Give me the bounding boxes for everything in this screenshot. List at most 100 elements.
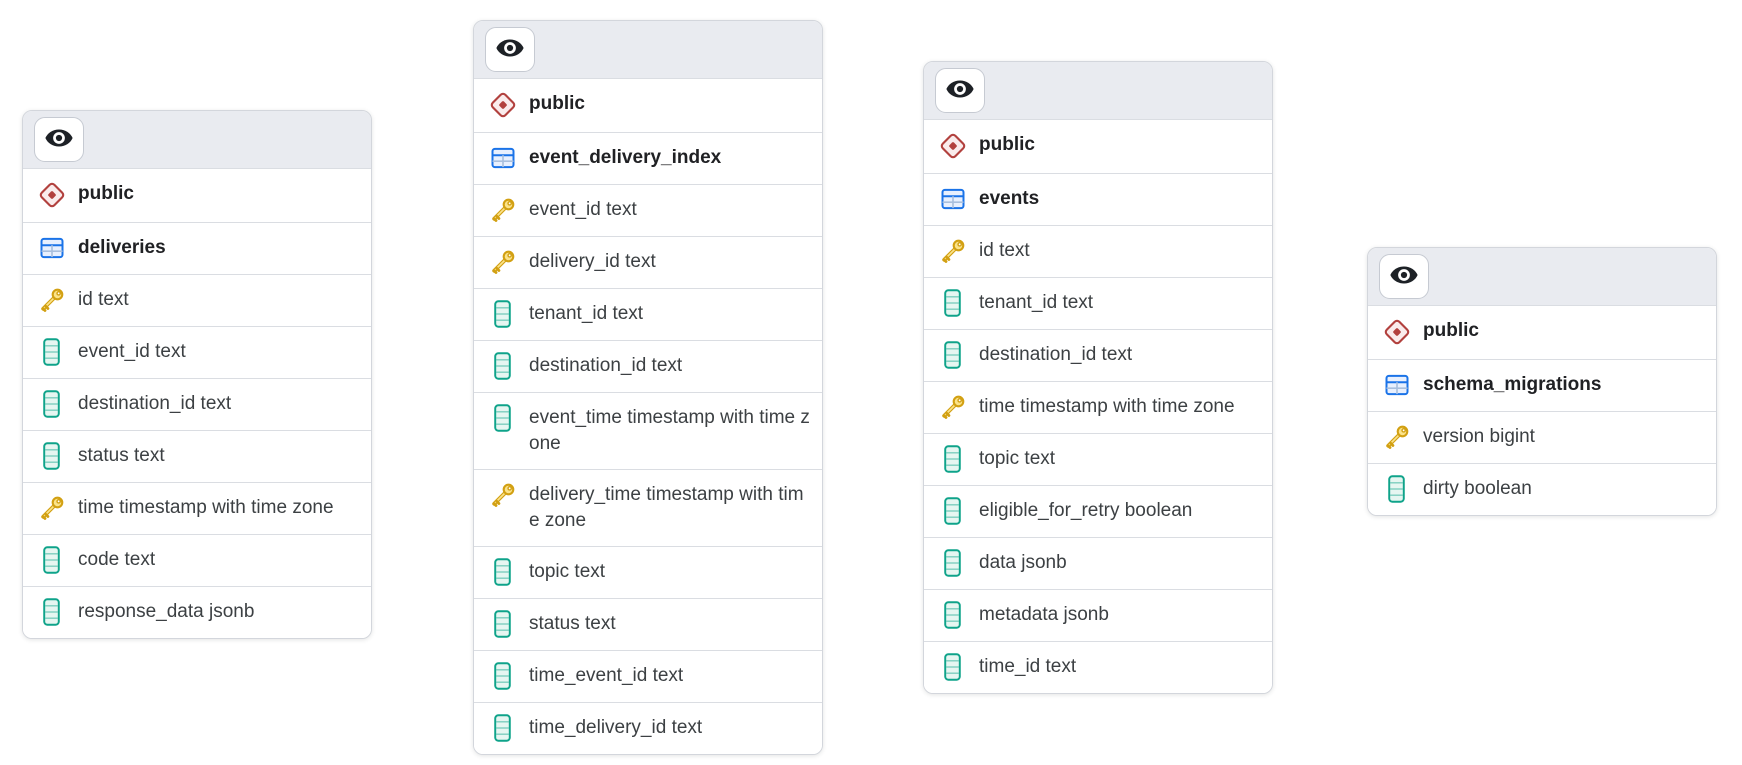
column-icon: [937, 601, 968, 629]
column-row: time_event_id text: [474, 650, 822, 702]
column-icon: [36, 338, 67, 366]
column-row: tenant_id text: [474, 288, 822, 340]
column-icon: [487, 662, 518, 690]
column-label: metadata jsonb: [979, 604, 1109, 625]
table-card-header: [1368, 248, 1716, 306]
column-icon: [36, 442, 67, 470]
column-label: event_id text: [529, 199, 637, 220]
column-icon: [937, 341, 968, 369]
column-row: delivery_time timestamp with time zone: [474, 469, 822, 546]
visibility-toggle-button[interactable]: [935, 68, 985, 113]
column-row: dirty boolean: [1368, 463, 1716, 515]
column-label: id text: [78, 289, 129, 310]
eye-icon: [942, 74, 978, 107]
column-label: event_id text: [78, 341, 186, 362]
column-row: event_id text: [474, 184, 822, 236]
table-card-events[interactable]: public events id text tenant_id text destina…: [923, 61, 1273, 694]
column-label: time_id text: [979, 656, 1077, 677]
column-row: time_id text: [924, 641, 1272, 693]
column-label: topic text: [979, 448, 1056, 469]
column-label: tenant_id text: [979, 292, 1094, 313]
column-label: version bigint: [1423, 426, 1535, 447]
primary-key-icon: [937, 393, 968, 421]
column-icon: [487, 352, 518, 380]
schema-row: public: [23, 169, 371, 222]
column-row: code text: [23, 534, 371, 586]
schema-icon: [937, 131, 968, 161]
eye-icon: [41, 123, 77, 156]
column-label: time_delivery_id text: [529, 717, 703, 738]
column-row: status text: [474, 598, 822, 650]
column-label: dirty boolean: [1423, 478, 1532, 499]
table-card-deliveries[interactable]: public deliveries id text event_id text dest…: [22, 110, 372, 639]
schema-name: public: [1423, 320, 1479, 341]
column-icon: [487, 404, 518, 432]
column-row: id text: [23, 274, 371, 326]
schema-name: public: [78, 183, 134, 204]
column-row: metadata jsonb: [924, 589, 1272, 641]
schema-row: public: [924, 120, 1272, 173]
column-row: event_time timestamp with time zone: [474, 392, 822, 469]
column-icon: [36, 390, 67, 418]
column-label: id text: [979, 240, 1030, 261]
column-label: delivery_id text: [529, 251, 656, 272]
table-icon: [487, 144, 518, 172]
column-icon: [487, 610, 518, 638]
column-label: delivery_time timestamp with time zone: [529, 484, 804, 531]
table-name: deliveries: [78, 237, 166, 258]
visibility-toggle-button[interactable]: [1379, 254, 1429, 299]
column-icon: [937, 497, 968, 525]
primary-key-icon: [36, 494, 67, 522]
table-name: schema_migrations: [1423, 374, 1602, 395]
column-row: data jsonb: [924, 537, 1272, 589]
column-label: destination_id text: [78, 393, 232, 414]
column-icon: [487, 714, 518, 742]
visibility-toggle-button[interactable]: [485, 27, 535, 72]
eye-icon: [1386, 260, 1422, 293]
column-label: tenant_id text: [529, 303, 644, 324]
primary-key-icon: [937, 237, 968, 265]
column-label: time timestamp with time zone: [78, 497, 334, 518]
column-label: time timestamp with time zone: [979, 396, 1235, 417]
primary-key-icon: [487, 481, 518, 509]
primary-key-icon: [487, 248, 518, 276]
column-row: time timestamp with time zone: [23, 482, 371, 534]
column-icon: [937, 289, 968, 317]
table-icon: [36, 234, 67, 262]
visibility-toggle-button[interactable]: [34, 117, 84, 162]
column-label: code text: [78, 549, 156, 570]
schema-name: public: [979, 134, 1035, 155]
column-label: eligible_for_retry boolean: [979, 500, 1193, 521]
column-row: id text: [924, 225, 1272, 277]
table-name: events: [979, 188, 1040, 209]
primary-key-icon: [487, 196, 518, 224]
schema-icon: [487, 90, 518, 120]
table-icon: [1381, 371, 1412, 399]
schema-name: public: [529, 93, 585, 114]
column-label: event_time timestamp with time zone: [529, 407, 810, 454]
column-label: destination_id text: [979, 344, 1133, 365]
column-row: time_delivery_id text: [474, 702, 822, 754]
schema-row: public: [1368, 306, 1716, 359]
column-row: event_id text: [23, 326, 371, 378]
column-icon: [937, 549, 968, 577]
schema-icon: [36, 180, 67, 210]
column-icon: [937, 653, 968, 681]
column-icon: [487, 300, 518, 328]
column-row: delivery_id text: [474, 236, 822, 288]
column-label: data jsonb: [979, 552, 1067, 573]
column-icon: [487, 558, 518, 586]
column-row: eligible_for_retry boolean: [924, 485, 1272, 537]
primary-key-icon: [36, 286, 67, 314]
table-icon: [937, 185, 968, 213]
primary-key-icon: [1381, 423, 1412, 451]
column-label: topic text: [529, 561, 606, 582]
column-label: response_data jsonb: [78, 601, 255, 622]
column-row: time timestamp with time zone: [924, 381, 1272, 433]
schema-row: public: [474, 79, 822, 132]
column-row: version bigint: [1368, 411, 1716, 463]
column-row: destination_id text: [23, 378, 371, 430]
